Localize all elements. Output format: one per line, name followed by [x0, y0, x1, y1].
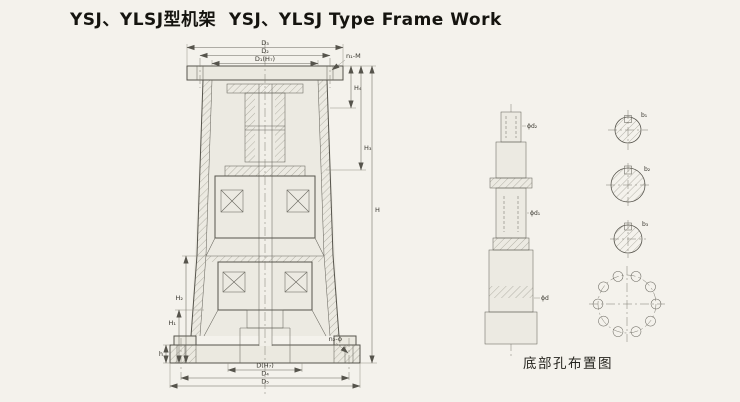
dim-label-h2: H₂ — [176, 294, 184, 302]
dim-label-d-spigot: D(H₇) — [256, 362, 274, 370]
dim-label-d1: D₁(H₇) — [255, 55, 275, 63]
section-detail-2: b₂ — [606, 163, 651, 207]
main-shaft — [259, 84, 272, 346]
dim-label-d5: D₅ — [261, 378, 269, 386]
bolt-note-top: n₁-M — [346, 52, 361, 60]
page-title: YSJ、YLSJ型机架 YSJ、YLSJ Type Frame Work — [70, 10, 502, 30]
top-dimensions: D₃ D₂ D₁(H₇) n₁-M — [186, 39, 361, 71]
dim-label-h-flange: h — [159, 350, 163, 358]
right-dimensions: H₄ H₃ H — [326, 65, 380, 364]
shaft-dim-d2: ϕd₂ — [527, 123, 538, 130]
detail-label-2: b₂ — [644, 166, 651, 173]
bolt-pitch-circle — [597, 274, 657, 334]
shaft-dim-d: ϕd — [541, 295, 549, 302]
dim-label-d4: D₄ — [261, 370, 269, 378]
bottom-hole-layout — [589, 266, 665, 342]
dim-label-h1: H₁ — [169, 319, 177, 327]
dim-label-h: H — [375, 206, 380, 214]
shaft-dim-d1: ϕd₁ — [530, 210, 541, 217]
bottom-layout-caption: 底部孔布置图 — [523, 356, 613, 372]
top-flange — [187, 66, 343, 80]
bottom-dimensions: D(H₇) D₄ D₅ n₂-ϕ — [169, 335, 361, 389]
shaft-section-details: b₁ b₂ b₃ — [606, 110, 651, 258]
dim-label-d3: D₃ — [261, 39, 269, 47]
section-detail-3: b₃ — [610, 220, 649, 258]
left-dimensions: H₂ H₁ h — [159, 255, 206, 364]
dim-label-h4: H₄ — [354, 84, 362, 92]
dim-label-h3: H₃ — [364, 144, 372, 152]
bolt-note-bottom: n₂-ϕ — [329, 335, 342, 343]
detail-label-1: b₁ — [641, 112, 648, 119]
section-detail-1: b₁ — [608, 110, 648, 150]
shaft-view: ϕd₂ ϕd₁ ϕd — [484, 104, 549, 358]
dim-label-d2: D₂ — [261, 47, 269, 55]
main-frame-view: D₃ D₂ D₁(H₇) n₁-M H₄ H₃ H — [159, 39, 380, 394]
detail-label-3: b₃ — [642, 221, 649, 228]
